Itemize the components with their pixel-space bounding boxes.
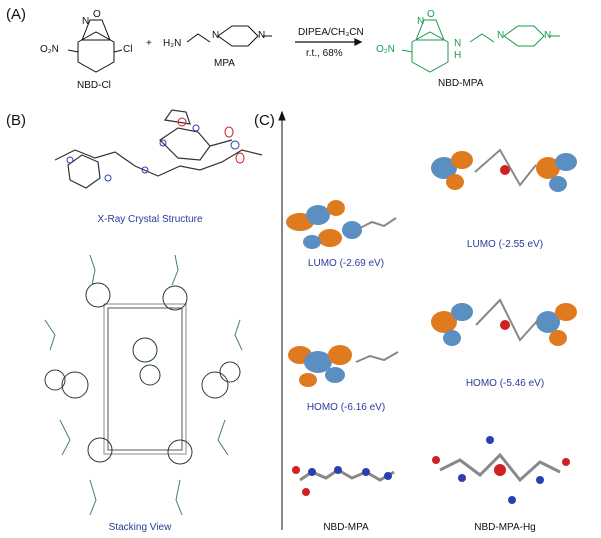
lumo-left-label: LUMO (-2.69 eV) [307, 258, 385, 269]
nbd-mpa-n1-label: N [497, 30, 505, 41]
nbd-cl-name: NBD-Cl [77, 80, 111, 91]
mpa-n2-label: N [258, 30, 266, 41]
crystal-atoms [66, 117, 245, 182]
crystal-structure-caption: X-Ray Crystal Structure [97, 214, 203, 225]
molecule-nbd-mpa-hg [432, 436, 570, 504]
panel-a-label: (A) [6, 6, 26, 23]
mpa-n1-label: N [212, 30, 220, 41]
conditions-top: DIPEA/CH₃CN [298, 27, 364, 38]
nbd-mpa-structure [401, 19, 560, 73]
nbd-mpa-molecule-label: NBD-MPA [323, 522, 369, 533]
panel-c-axis [278, 110, 286, 530]
stacking-view-caption: Stacking View [108, 522, 172, 533]
nbd-mpa-n2-label: N [544, 30, 552, 41]
stacking-view-drawing [44, 254, 243, 516]
mpa-amine-label: H₂N [163, 38, 182, 49]
nbd-mpa-o2n-label: O₂N [376, 44, 395, 55]
homo-left-label: HOMO (-6.16 eV) [306, 402, 386, 413]
nbd-cl-structure [67, 19, 123, 73]
panel-c-label: (C) [254, 112, 275, 129]
nbd-mpa-linker-n-label: N [454, 38, 462, 49]
orbital-homo-left [288, 345, 399, 387]
homo-right-label: HOMO (-5.46 eV) [465, 378, 545, 389]
nbd-cl-ring-n-label: N [82, 16, 90, 27]
lumo-right-label: LUMO (-2.55 eV) [466, 239, 544, 250]
orbital-homo-right [431, 298, 577, 346]
conditions-bottom: r.t., 68% [306, 48, 343, 59]
nbd-mpa-name: NBD-MPA [438, 78, 484, 89]
reaction-arrow [295, 38, 363, 46]
nbd-cl-o2n-label: O₂N [40, 44, 59, 55]
plus-sign: + [146, 38, 152, 49]
nbd-mpa-ring-o-label: O [427, 9, 435, 20]
panel-b-label: (B) [6, 112, 26, 129]
orbital-lumo-left [286, 200, 397, 249]
mpa-structure [186, 25, 272, 47]
orbital-lumo-right [431, 148, 577, 192]
crystal-structure-drawing [54, 109, 263, 189]
nbd-cl-cl-label: Cl [123, 44, 133, 55]
nbd-cl-ring-o-label: O [93, 9, 101, 20]
nbd-mpa-linker-h-label: H [454, 50, 462, 61]
nbd-mpa-hg-molecule-label: NBD-MPA-Hg [474, 522, 536, 533]
nbd-mpa-ring-n-label: N [417, 16, 425, 27]
molecule-nbd-mpa [292, 466, 395, 496]
mpa-name: MPA [214, 58, 235, 69]
